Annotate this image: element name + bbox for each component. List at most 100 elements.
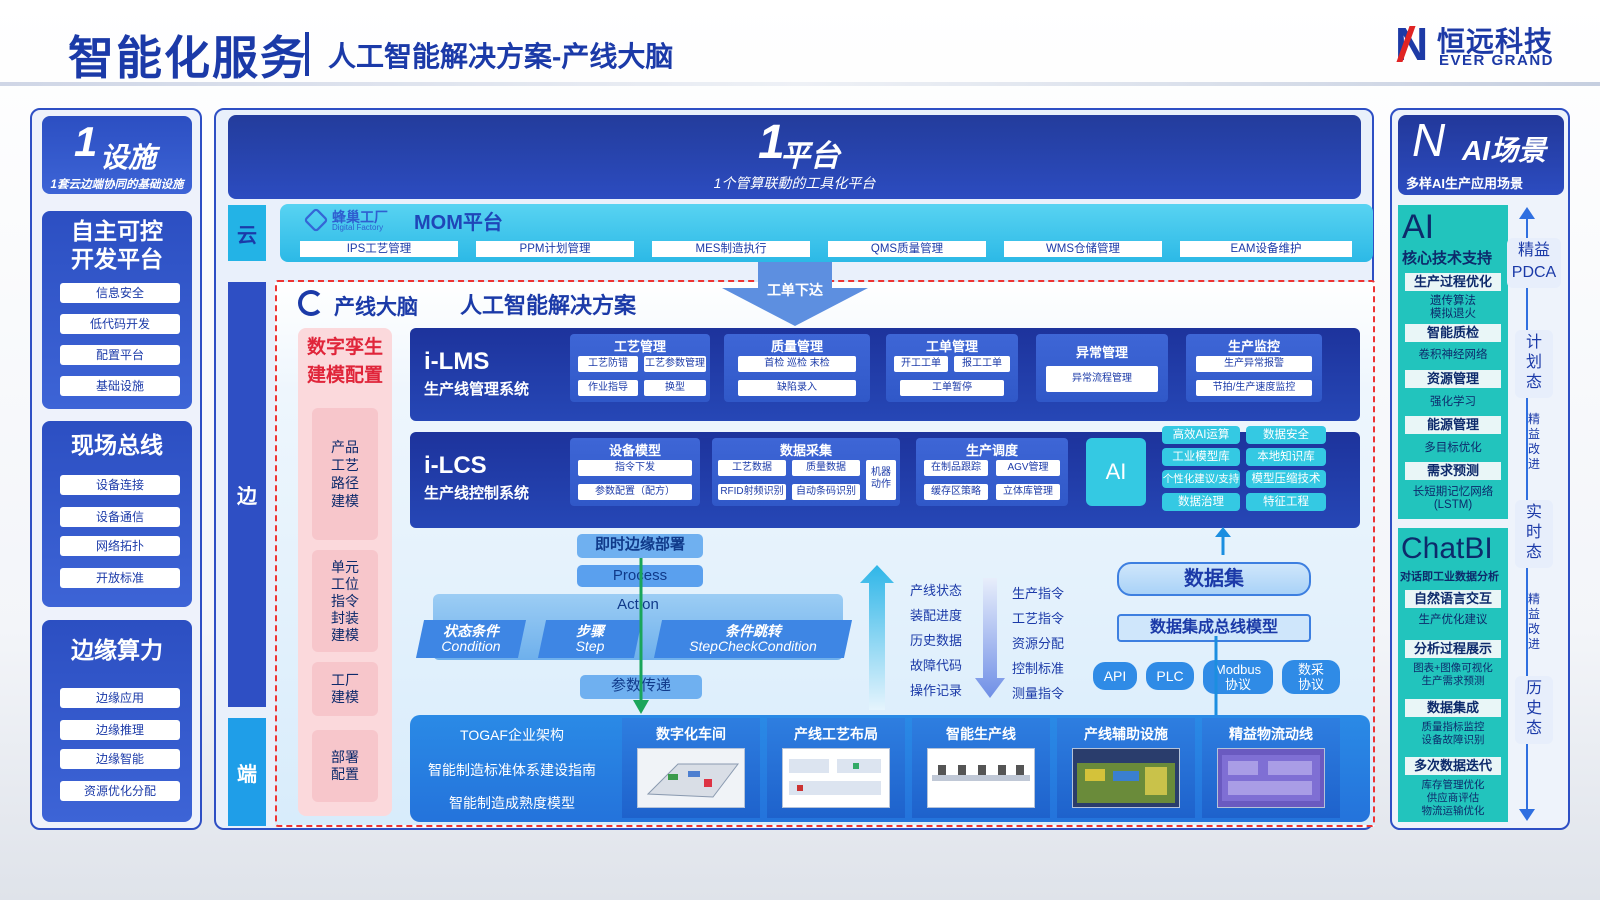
module-chip: 首检 巡检 末检 <box>738 356 856 372</box>
chatbi-item: 分析过程展示 <box>1405 640 1501 658</box>
chatbi-detail: 图表+图像可视化 生产需求预测 <box>1413 662 1493 687</box>
banner-number: 1 <box>758 116 785 169</box>
upload-item: 产线状态 <box>910 583 963 598</box>
logo-cn: 恒远科技 <box>1437 26 1554 57</box>
ai-core-item: 资源管理 <box>1405 370 1501 388</box>
mom-module: QMS质量管理 <box>828 241 986 257</box>
banner-subtitle: 1个管算联動的工具化平台 <box>713 175 876 191</box>
upload-item: 操作记录 <box>910 683 963 698</box>
scene-card: 数字化车间 <box>622 718 760 818</box>
brain-icon <box>298 290 324 316</box>
hive-icon <box>303 207 329 233</box>
module-chip: 缺陷录入 <box>738 380 856 396</box>
module-chip: RFID射频识别 <box>718 484 786 500</box>
standard-text: TOGAF企业架构 <box>460 727 564 743</box>
command-item: 测量指令 <box>1012 686 1065 701</box>
mom-module: MES制造执行 <box>652 241 810 257</box>
infra-title: 设施 <box>100 142 157 173</box>
step-label: 步骤 <box>576 623 604 639</box>
lean-improve-label: 精 益 改 进 <box>1527 412 1540 471</box>
dataset-box: 数据集 <box>1117 562 1311 596</box>
module-chip: 节拍/生产速度监控 <box>1196 380 1312 396</box>
ai-scene-title: AI场景 <box>1462 135 1547 166</box>
scene-card: 产线工艺布局 <box>767 718 905 818</box>
banner-title: 平台 <box>780 140 840 173</box>
module-chip: 开工工单 <box>894 356 948 372</box>
ai-capability: 个性化建议/支持 <box>1162 470 1240 488</box>
mom-platform: 蜂巢工厂 Digital Factory MOM平台 IPS工艺管理 PPM计划… <box>280 204 1373 262</box>
fieldbus-block: 现场总线 设备连接 设备通信 网络拓扑 开放标准 <box>42 421 192 607</box>
module-chip: 在制品跟踪 <box>924 460 988 476</box>
left-pill: 低代码开发 <box>60 314 180 334</box>
left-pill: 设备连接 <box>60 475 180 495</box>
twin-title: 数字孪生 建模配置 <box>306 337 383 386</box>
module-chip: 指令下发 <box>578 460 692 476</box>
module-chip: 工单暂停 <box>900 380 1004 396</box>
left-column-frame: 1 设施 1套云边端协同的基础设施 自主可控 开发平台 信息安全 低代码开发 配… <box>30 108 202 830</box>
ai-core-item: 智能质检 <box>1405 324 1501 342</box>
upload-list: 产线状态 装配进度 历史数据 故障代码 操作记录 <box>910 578 980 703</box>
protocol-daq: 数采 协议 <box>1282 660 1340 694</box>
download-arrow <box>975 578 1005 698</box>
module-chip: 生产异常报警 <box>1196 356 1312 372</box>
protocol-plc: PLC <box>1146 662 1194 690</box>
chatbi-title: ChatBI <box>1401 532 1493 565</box>
module-title: 异常管理 <box>1075 345 1128 360</box>
command-item: 生产指令 <box>1012 586 1065 601</box>
state-plan: 计 划 态 <box>1515 330 1553 398</box>
cond-label: 状态条件 <box>443 623 499 639</box>
module-title: 工艺管理 <box>613 339 666 354</box>
module-title: 质量管理 <box>770 339 823 354</box>
module-title: 生产监控 <box>1227 339 1280 354</box>
chatbi-subtitle: 对话即工业数据分析 <box>1400 571 1499 583</box>
chatbi-detail: 库存管理优化 供应商评估 物流运输优化 <box>1421 779 1485 817</box>
module-chip: AGV管理 <box>996 460 1060 476</box>
infra-number: 1 <box>74 118 98 165</box>
dataset-up-arrow <box>1215 527 1231 555</box>
standard-text: 智能制造标准体系建设指南 <box>428 762 596 778</box>
card-title: 产线辅助设施 <box>1084 726 1168 742</box>
state-realtime: 实 时 态 <box>1515 500 1553 568</box>
upload-item: 装配进度 <box>910 608 963 623</box>
scene-card: 产线辅助设施 <box>1057 718 1195 818</box>
mom-title: MOM平台 <box>414 212 503 234</box>
dispatch-label: 工单下达 <box>767 282 823 298</box>
cond-label-en: Condition <box>441 638 501 654</box>
module-chip: 作业指导 <box>578 380 638 396</box>
edge-deploy-step: 即时边缘部署 <box>577 534 703 558</box>
command-item: 控制标准 <box>1012 661 1065 676</box>
chatbi-panel: ChatBI 对话即工业数据分析 自然语言交互 生产优化建议 分析过程展示 图表… <box>1398 528 1508 822</box>
chatbi-item: 自然语言交互 <box>1405 590 1501 608</box>
module-chip: 工艺参数管理 <box>644 356 706 372</box>
upload-arrow <box>860 565 894 710</box>
lcs-scheduling: 生产调度 在制品跟踪 AGV管理 缓存区策略 立体库管理 <box>916 438 1068 506</box>
left-pill: 边缘智能 <box>60 749 180 769</box>
ai-capability: 模型压缩技术 <box>1246 470 1326 488</box>
lms-quality-mgmt: 质量管理 首检 巡检 末检 缺陷录入 <box>724 334 870 402</box>
module-chip: 缓存区策略 <box>924 484 988 500</box>
workshop-thumbnail <box>637 748 745 808</box>
mom-module: PPM计划管理 <box>476 241 634 257</box>
title-separator <box>305 32 309 76</box>
ai-core-detail: 遗传算法 模拟退火 <box>1430 295 1476 320</box>
module-chip: 报工工单 <box>954 356 1010 372</box>
card-title: 智能生产线 <box>946 726 1016 742</box>
ilms-desc: 生产线管理系统 <box>424 381 530 398</box>
infra-header: 1 设施 1套云边端协同的基础设施 <box>42 116 192 194</box>
page-title: 智能化服务 <box>68 32 308 84</box>
left-pill: 边缘推理 <box>60 720 180 740</box>
ilcs-name: i-LCS <box>424 452 487 479</box>
tag-cloud: 云 <box>228 205 266 261</box>
brain-logo-text: 产线大脑 <box>334 296 418 319</box>
module-chip: 机器 动作 <box>866 460 896 500</box>
card-title: 数字化车间 <box>656 726 726 742</box>
page-subtitle: 人工智能解决方案-产线大脑 <box>328 41 674 72</box>
smart-line-thumbnail <box>927 748 1035 808</box>
ai-core-title: AI <box>1402 208 1435 246</box>
mom-brand-en: Digital Factory <box>332 223 384 232</box>
mom-module: EAM设备维护 <box>1180 241 1352 257</box>
left-pill: 设备通信 <box>60 507 180 527</box>
flow-arrow <box>633 558 649 714</box>
twin-item: 部署 配置 <box>312 730 378 802</box>
card-title: 产线工艺布局 <box>794 726 878 742</box>
